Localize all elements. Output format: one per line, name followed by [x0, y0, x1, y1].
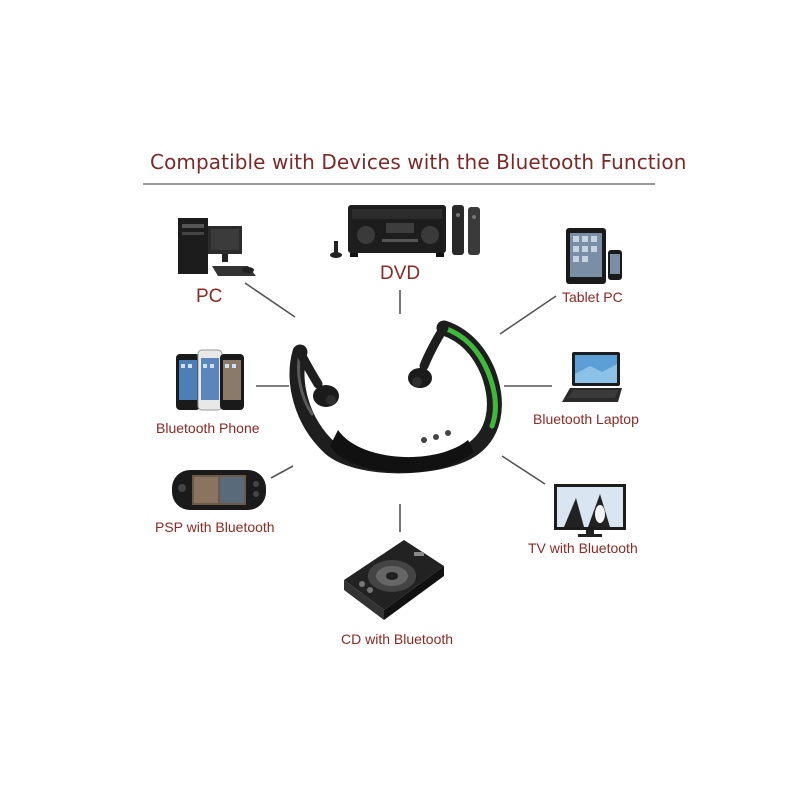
- connector-tablet: [499, 295, 557, 335]
- smartphone-icon: [176, 349, 244, 411]
- handheld-console-icon: [172, 470, 266, 510]
- connector-psp: [270, 465, 294, 479]
- device-label-laptop: Bluetooth Laptop: [533, 411, 639, 427]
- device-label-tv: TV with Bluetooth: [528, 540, 638, 556]
- television-icon: [554, 484, 626, 537]
- desktop-computer-icon: [178, 218, 256, 276]
- device-label-psp: PSP with Bluetooth: [155, 519, 275, 535]
- device-label-tablet: Tablet PC: [562, 289, 623, 305]
- tablet-icon: [566, 228, 622, 284]
- device-label-cd: CD with Bluetooth: [341, 631, 454, 647]
- diagram-title: Compatible with Devices with the Bluetoo…: [150, 150, 687, 174]
- bluetooth-headset-icon: [289, 320, 502, 474]
- connector-tv: [501, 455, 546, 485]
- device-label-dvd: DVD: [380, 263, 421, 284]
- av-receiver-icon: [330, 205, 480, 258]
- laptop-icon: [562, 352, 622, 402]
- device-label-phone: Bluetooth Phone: [156, 420, 260, 436]
- title-divider: [143, 183, 655, 185]
- device-label-pc: PC: [196, 286, 223, 307]
- connector-pc: [244, 282, 296, 318]
- cd-player-icon: [344, 540, 444, 620]
